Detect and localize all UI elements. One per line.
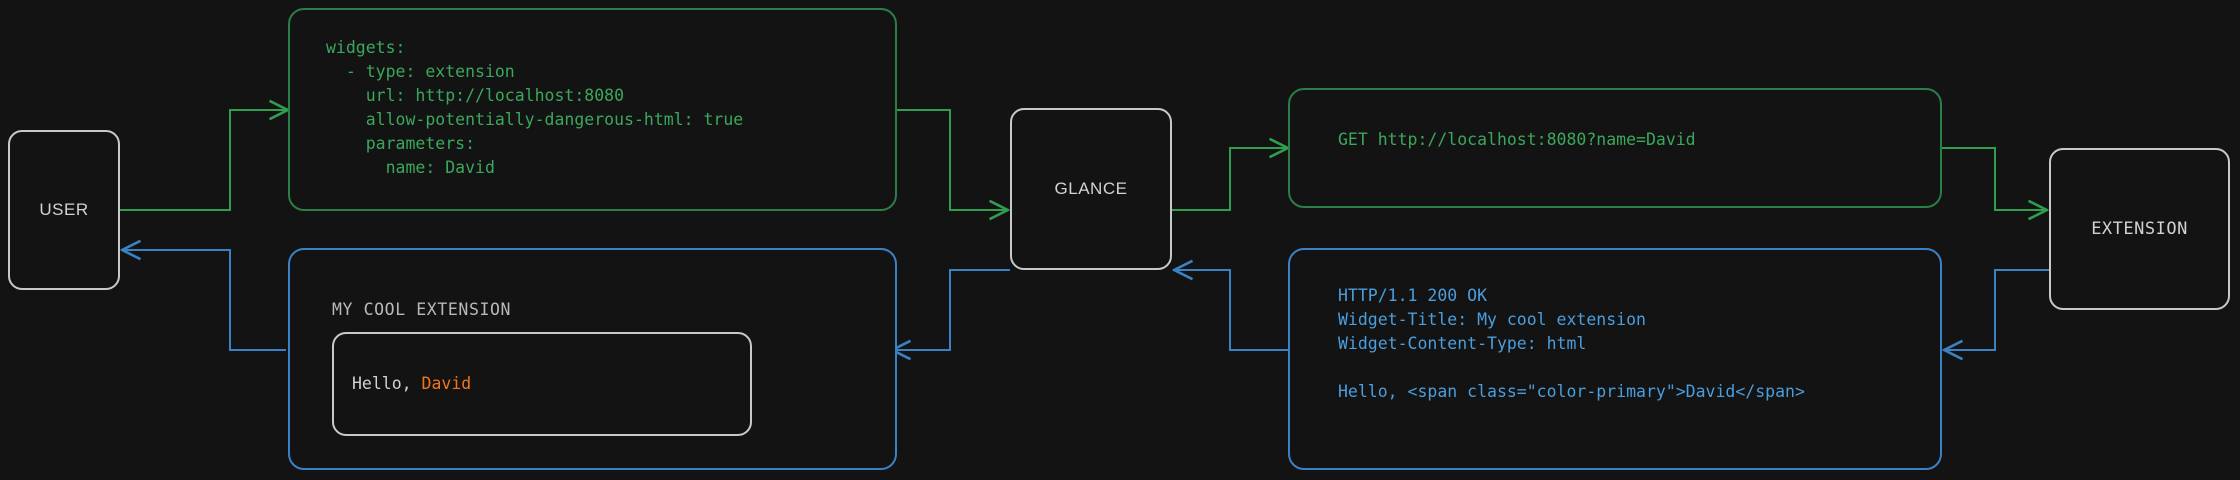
widget-greeting: Hello, David <box>352 374 471 393</box>
edge-extension-to-response <box>1946 269 2049 350</box>
config-yaml-text: widgets: - type: extension url: http://l… <box>326 38 744 177</box>
node-glance[interactable]: GLANCE <box>1010 108 1172 270</box>
panel-config: widgets: - type: extension url: http://l… <box>288 8 897 211</box>
panel-http-request: GET http://localhost:8080?name=David <box>1288 88 1942 208</box>
edge-config-to-glance <box>897 109 1006 210</box>
edge-widget-to-user <box>124 250 286 351</box>
widget-title: MY COOL EXTENSION <box>332 300 512 319</box>
widget-greeting-prefix: Hello, <box>352 374 422 393</box>
node-extension[interactable]: EXTENSION <box>2049 148 2230 310</box>
edge-response-to-glance <box>1176 270 1288 351</box>
edge-request-to-extension <box>1942 147 2045 210</box>
panel-rendered-widget: MY COOL EXTENSION Hello, David <box>288 248 897 470</box>
node-extension-label: EXTENSION <box>2091 219 2188 239</box>
panel-http-response: HTTP/1.1 200 OK Widget-Title: My cool ex… <box>1288 248 1942 470</box>
edge-user-to-config <box>120 110 286 211</box>
node-user[interactable]: USER <box>8 130 120 290</box>
widget-content-box <box>332 332 752 436</box>
widget-greeting-name: David <box>421 374 472 393</box>
node-user-label: USER <box>39 200 89 219</box>
node-glance-label: GLANCE <box>1054 179 1128 198</box>
http-response-text: HTTP/1.1 200 OK Widget-Title: My cool ex… <box>1338 286 1805 401</box>
http-request-text: GET http://localhost:8080?name=David <box>1338 130 1696 149</box>
edge-glance-to-request <box>1172 148 1286 211</box>
edge-glance-to-widget <box>894 269 1010 350</box>
